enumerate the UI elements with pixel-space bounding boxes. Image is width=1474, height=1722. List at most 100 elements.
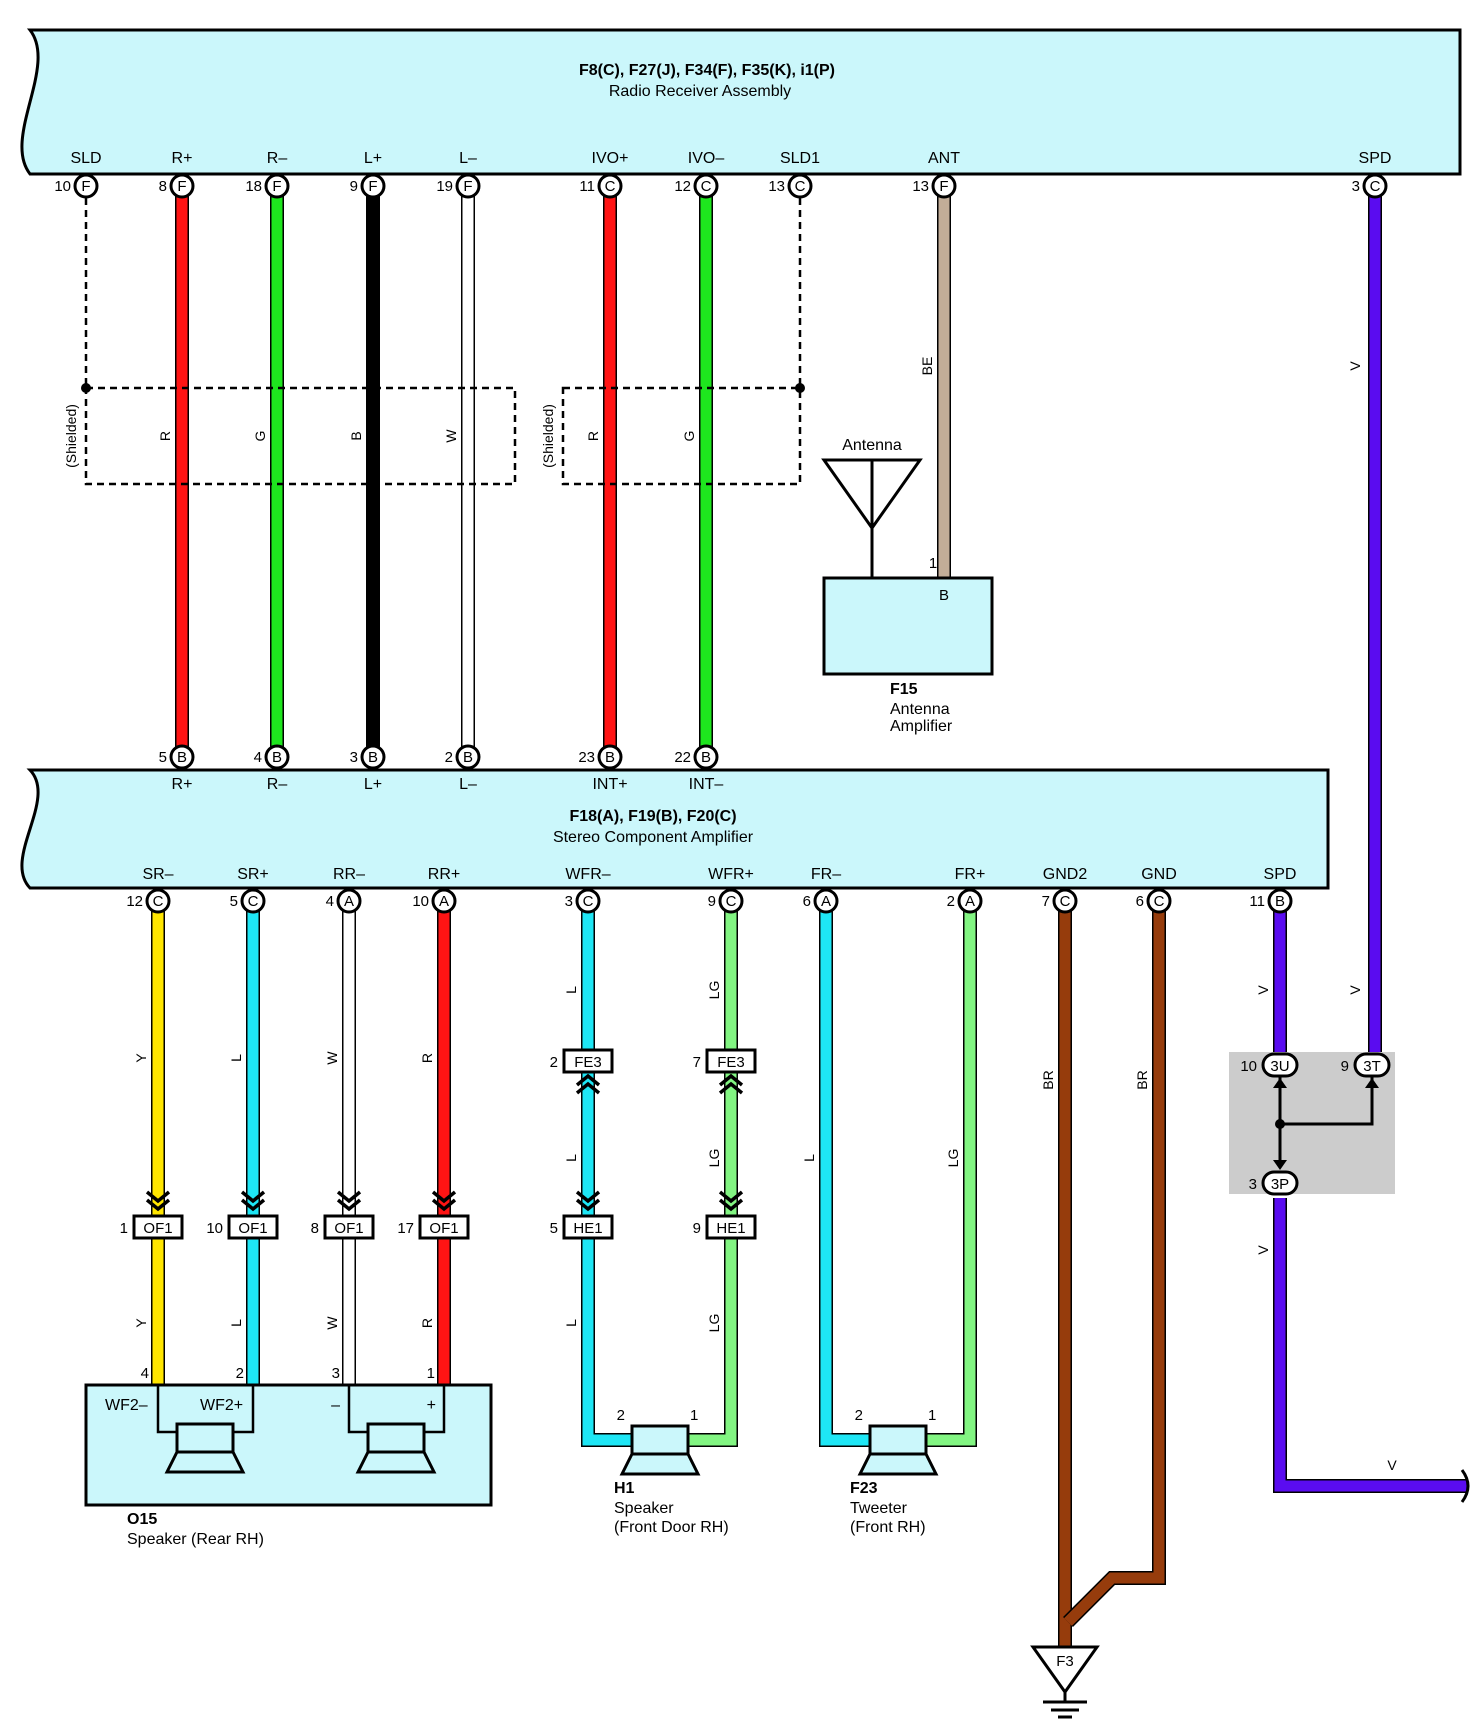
lower-lower-wire-label-4: L: [563, 1319, 579, 1327]
fe3-chevron-1-stroke-0: [718, 1073, 744, 1087]
amp-bot-term-6-terminal: [813, 888, 839, 914]
front-sp-pin-0: 2: [617, 1407, 625, 1424]
he1-conn-0-box: [562, 1214, 614, 1240]
amp-bot-term-2-terminal: [336, 888, 362, 914]
antenna-terminal: B: [939, 587, 949, 604]
receiver-term-1-terminal: [169, 173, 195, 199]
rear-speaker-2: [355, 1422, 437, 1474]
he1-chevron-0-stroke-0: [575, 1190, 601, 1204]
front-speaker-name-1: Speaker: [614, 1500, 674, 1517]
junction-in-0-box: [1261, 1052, 1299, 1078]
shield-label-2: (Shielded): [540, 404, 556, 468]
amp-bot-term-7-pin: 2: [947, 893, 955, 910]
upper-wire-label-2: B: [348, 431, 364, 440]
junction-arrow-3: [1273, 1160, 1287, 1170]
wfr-minus-wire-core: [582, 911, 640, 1446]
front-speaker: [619, 1424, 701, 1476]
he1-chevron-0: [575, 1190, 601, 1212]
junction-in-0-pin: 10: [1240, 1058, 1257, 1075]
amp-bot-term-6-code: A: [821, 893, 831, 910]
receiver-term-name-2: R–: [267, 150, 288, 167]
of1-chevron-2: [336, 1190, 362, 1212]
lower-wire-label-5: LG: [706, 981, 722, 1000]
amp-bot-name-4: WFR–: [565, 866, 610, 883]
of1-chevron-2-stroke-0: [336, 1190, 362, 1204]
receiver-term-3-code: F: [368, 178, 377, 195]
amp-bot-term-6-pin: 6: [803, 893, 811, 910]
gnd-wire-outline: [1063, 911, 1166, 1627]
amp-top-term-5-code: B: [701, 749, 711, 766]
amp-bot-term-2-pin: 4: [326, 893, 334, 910]
junction-in-1-box: [1353, 1052, 1391, 1078]
amplifier-subtitle: Stereo Component Amplifier: [553, 829, 754, 846]
lower-wire-label-0: Y: [133, 1053, 149, 1063]
rear-sp-pin-0: 4: [141, 1365, 149, 1382]
tweeter-name-1: Tweeter: [850, 1500, 908, 1517]
amp-bot-term-5-code: C: [726, 893, 737, 910]
spd-out-continuation: [1460, 1469, 1470, 1503]
of1-conn-3-pin: 17: [397, 1220, 414, 1237]
wfr-minus-wire-outline: [581, 911, 640, 1447]
amp-top-term-1-code: B: [272, 749, 282, 766]
fe3-chevron-1-stroke-1: [718, 1081, 744, 1095]
of1-conn-0-pin: 1: [120, 1220, 128, 1237]
of1-conn-1-box: [227, 1214, 279, 1240]
junction-arrow-1: [1273, 1078, 1287, 1088]
receiver-term-name-6: IVO–: [688, 150, 725, 167]
fe3-conn-1-pin: 7: [693, 1054, 701, 1071]
receiver-term-6-code: C: [701, 178, 712, 195]
amp-bot-term-0-pin: 12: [126, 893, 143, 910]
ground-label: F3: [1056, 1653, 1074, 1670]
rear-sp-label-1: WF2+: [200, 1397, 243, 1414]
rear-sp-label-3: +: [427, 1397, 436, 1414]
junction-arrow-2: [1365, 1078, 1379, 1088]
receiver-term-3-pin: 9: [350, 178, 358, 195]
of1-conn-2-label: OF1: [334, 1220, 363, 1237]
upper-wire-label-1: G: [252, 431, 268, 442]
rear-speaker-1-magnet: [175, 1422, 235, 1454]
rear-speaker-2-magnet: [366, 1422, 426, 1454]
tweeter-magnet: [868, 1424, 928, 1456]
he1-chevron-0-stroke-1: [575, 1198, 601, 1212]
junction-in-0-label: 3U: [1270, 1058, 1289, 1075]
antenna-pin: 1: [929, 555, 937, 572]
receiver-term-2-pin: 18: [245, 178, 262, 195]
gnd-wire: [1063, 911, 1166, 1627]
front-speaker-magnet: [630, 1424, 690, 1456]
receiver-term-0-pin: 10: [54, 178, 71, 195]
amp-bot-term-8-terminal: [1052, 888, 1078, 914]
he1-chevron-1: [718, 1190, 744, 1212]
shield-box-2: [561, 386, 802, 486]
front-speaker-cone: [619, 1452, 701, 1476]
receiver-term-name-9: SPD: [1359, 150, 1392, 167]
amp-top-term-0-code: B: [177, 749, 187, 766]
amp-bot-term-1-terminal: [240, 888, 266, 914]
junction-in-1-pin: 9: [1341, 1058, 1349, 1075]
lower-wire-label-2: W: [324, 1051, 340, 1065]
junction-in-1-label: 3T: [1363, 1058, 1381, 1075]
junction-out-label: 3P: [1271, 1176, 1289, 1193]
fe3-chevron-0-stroke-0: [575, 1073, 601, 1087]
receiver-term-8-code: F: [939, 178, 948, 195]
spd-out-wire-core: [1274, 1198, 1468, 1492]
amp-top-term-2-code: B: [368, 749, 378, 766]
upper-wire-label-4: R: [585, 431, 601, 441]
tweeter-cone: [857, 1452, 939, 1476]
rear-sp-pin-1: 2: [236, 1365, 244, 1382]
amp-bot-term-0-code: C: [153, 893, 164, 910]
receiver-term-1-code: F: [177, 178, 186, 195]
fe3-conn-0-box: [562, 1048, 614, 1074]
rear-speaker-name: Speaker (Rear RH): [127, 1531, 264, 1548]
tweeter: [857, 1424, 939, 1476]
amp-bot-name-8: GND2: [1043, 866, 1088, 883]
receiver-term-6-pin: 12: [674, 178, 691, 195]
fr-minus-wire-core: [820, 911, 878, 1446]
front-sp-pin-1: 1: [690, 1407, 698, 1424]
shield-dot-2: [795, 383, 805, 393]
he1-chevron-1-stroke-0: [718, 1190, 744, 1204]
receiver-term-7-terminal: [787, 173, 813, 199]
amplifier-title: F18(A), F19(B), F20(C): [569, 808, 736, 825]
receiver-term-9-code: C: [1370, 178, 1381, 195]
amp-bot-term-10-pin: 11: [1249, 893, 1265, 910]
receiver-term-7-code: C: [795, 178, 806, 195]
